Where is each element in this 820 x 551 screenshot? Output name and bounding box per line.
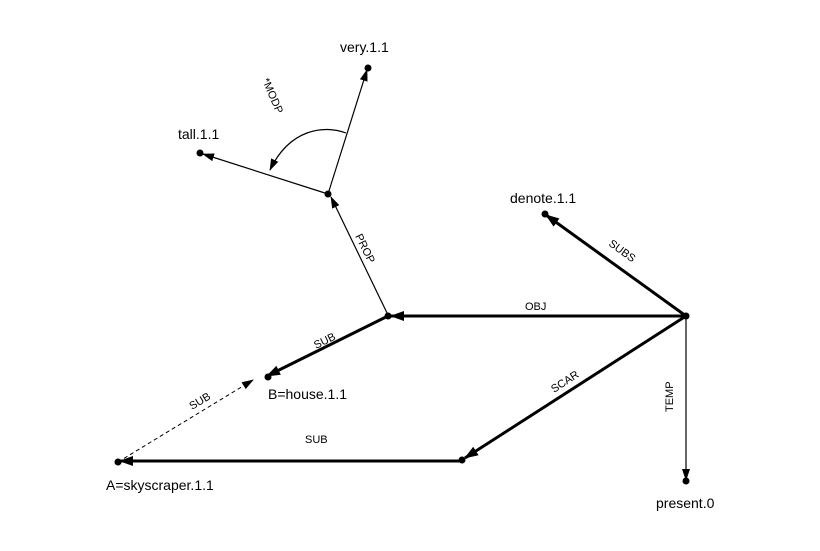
node-dot-skyscraper	[114, 458, 122, 466]
edge-prop	[330, 196, 389, 316]
node-label-house: B=house.1.1	[268, 386, 347, 402]
node-label-tall: tall.1.1	[178, 126, 219, 142]
edge-sub-dashed	[117, 379, 254, 463]
node-dot-scar-target	[458, 456, 466, 464]
edge-to-tall	[202, 153, 329, 195]
edge-modp-arc	[269, 128, 347, 171]
edge-label-sub-dashed: SUB	[187, 391, 213, 413]
node-label-present: present.0	[656, 495, 715, 511]
edge-label-temp: TEMP	[664, 381, 676, 412]
node-dot-present	[682, 477, 690, 485]
edge-scar	[464, 314, 687, 460]
edge-sub-house	[266, 314, 389, 378]
node-dot-obj-target	[384, 312, 392, 320]
node-label-very: very.1.1	[340, 39, 389, 55]
edge-label-scar: SCAR	[549, 369, 581, 396]
edge-label-modp: *MODP	[259, 76, 285, 115]
node-dot-center	[682, 312, 690, 320]
node-label-skyscraper: A=skyscraper.1.1	[106, 477, 214, 493]
edge-to-very	[327, 69, 368, 195]
node-dot-tall	[196, 149, 204, 157]
node-label-denote: denote.1.1	[510, 190, 576, 206]
node-dot-prop-center	[324, 190, 332, 198]
node-dot-denote	[541, 210, 549, 218]
edge-label-sub-bottom: SUB	[305, 434, 328, 446]
node-dot-house	[264, 373, 272, 381]
edge-subs	[545, 213, 687, 318]
edge-label-obj: OBJ	[525, 301, 546, 313]
node-dot-very	[364, 64, 372, 72]
